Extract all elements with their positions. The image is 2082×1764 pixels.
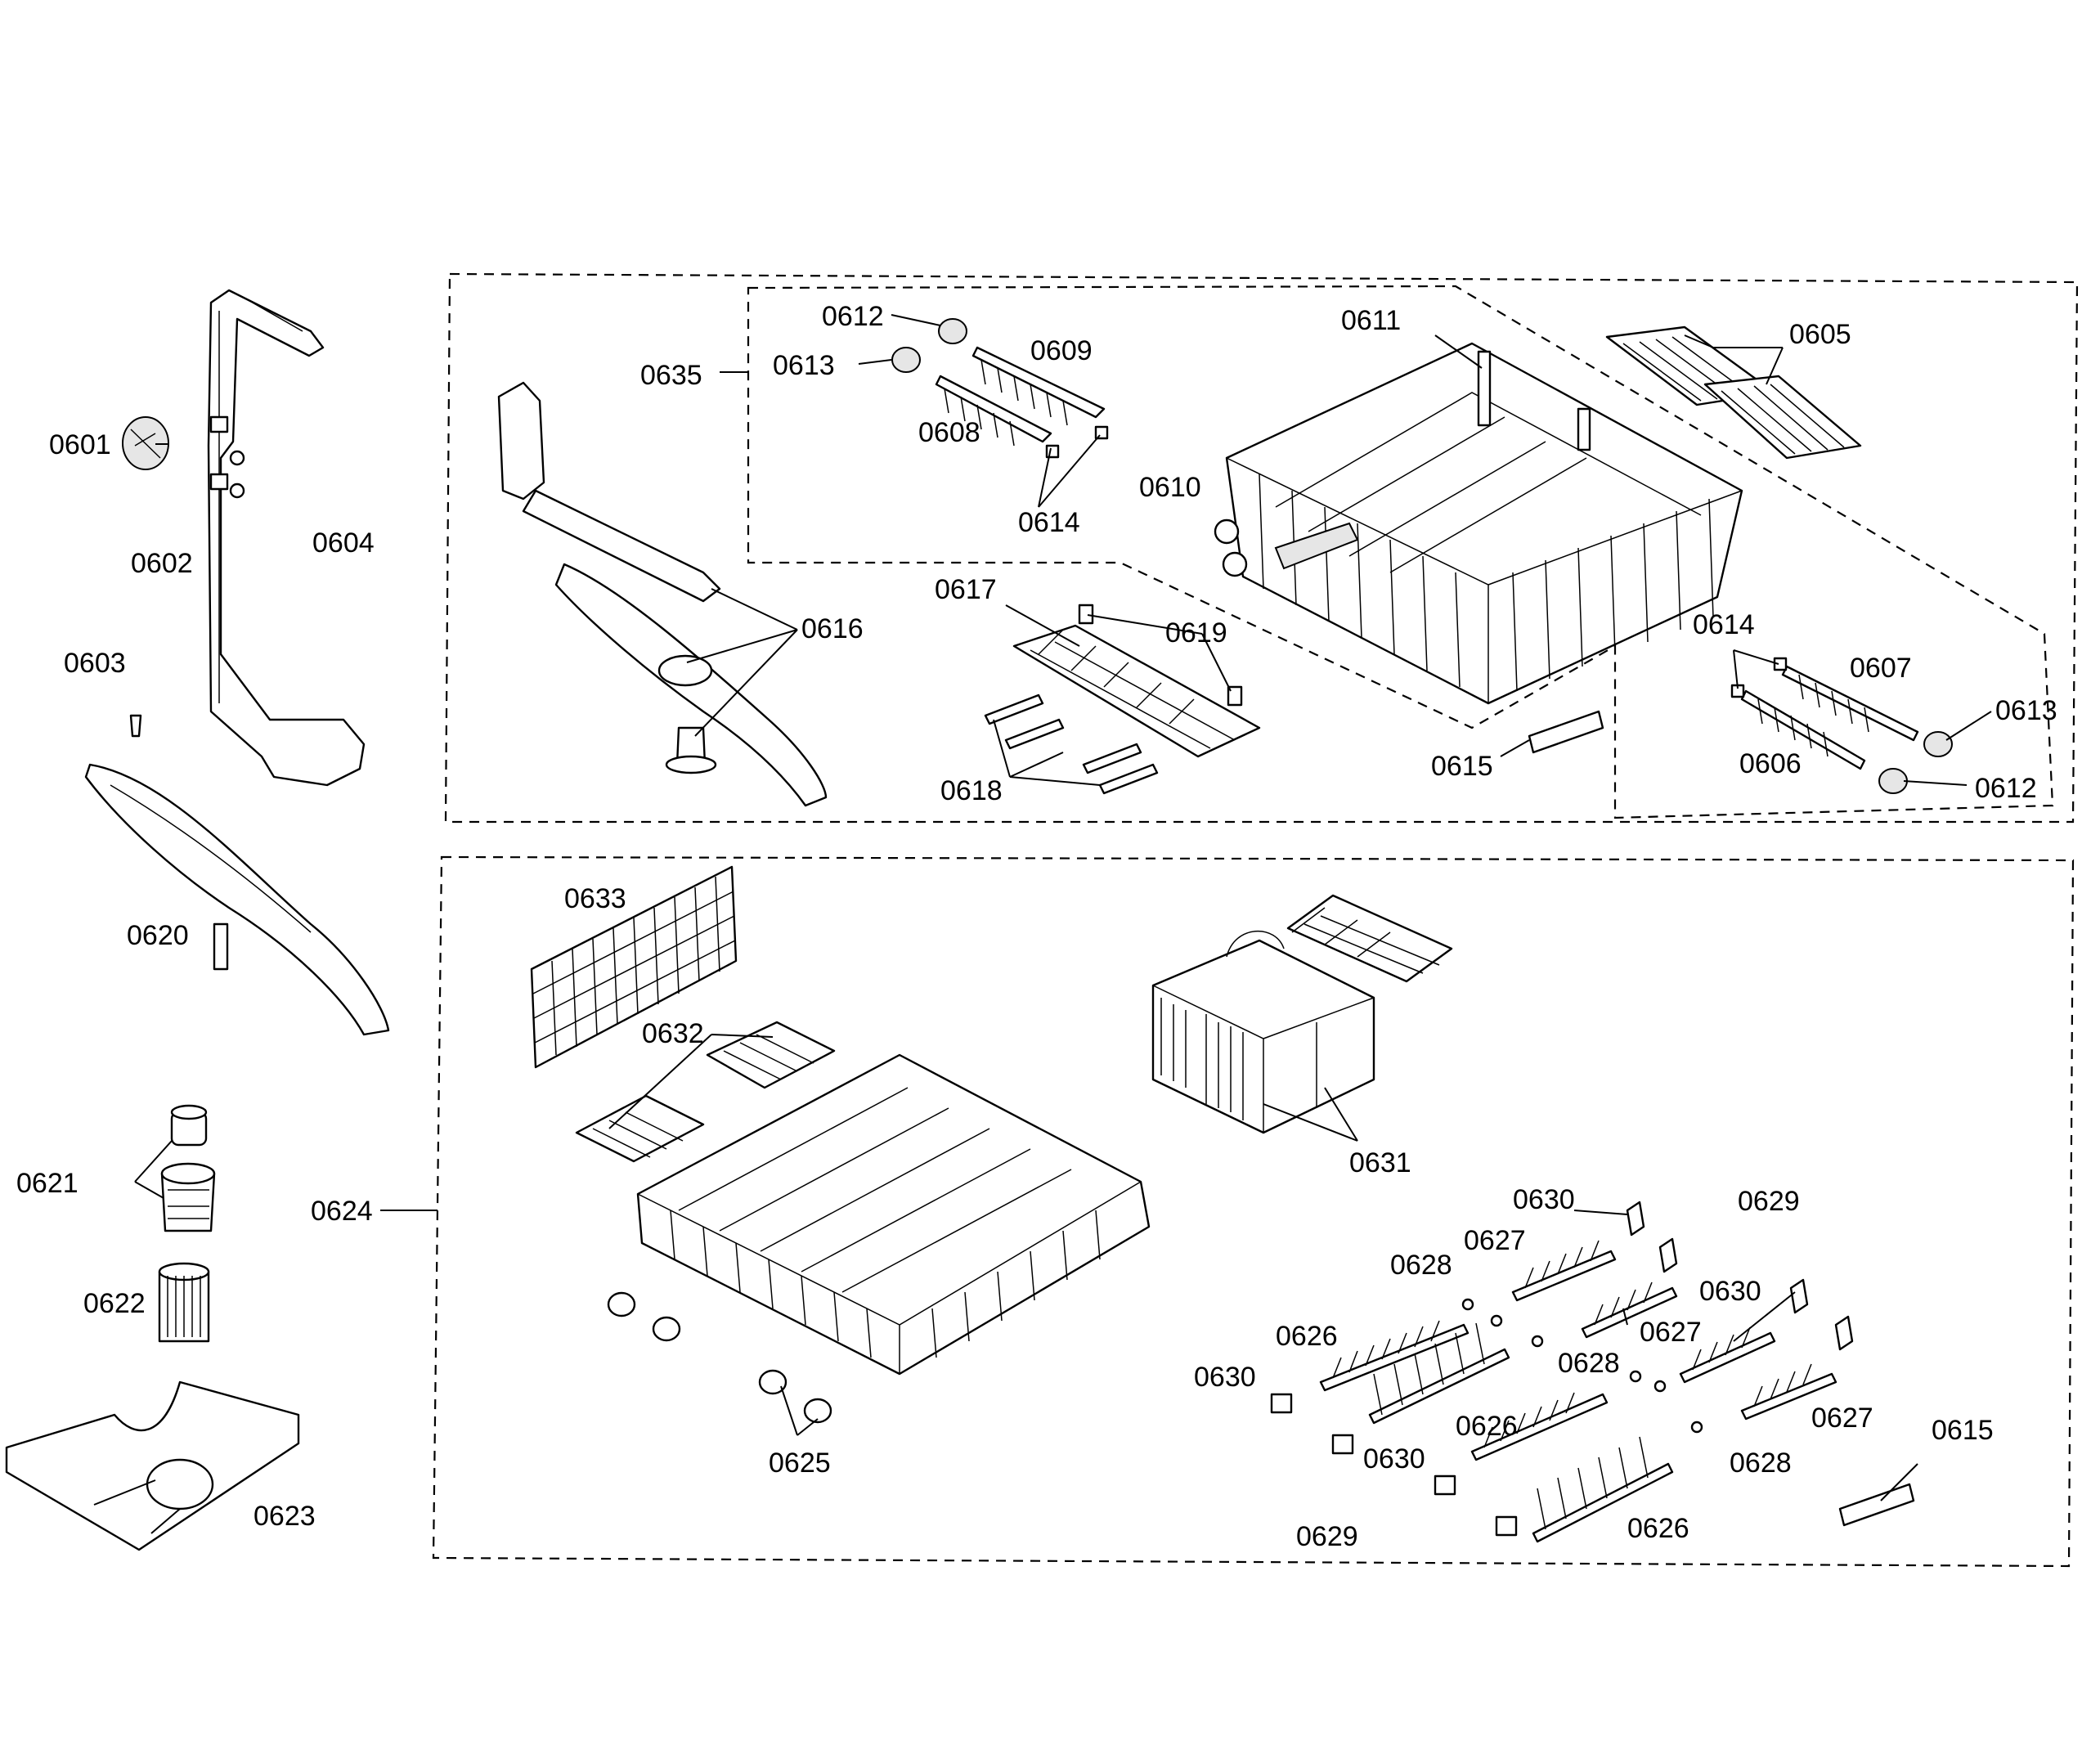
label-0614-upper: 0614 xyxy=(1018,507,1080,538)
label-0609: 0609 xyxy=(1030,335,1093,366)
label-0626-a: 0626 xyxy=(1276,1321,1338,1352)
label-0611: 0611 xyxy=(1341,305,1401,336)
lower-rack-group-box xyxy=(432,855,2075,1568)
label-0627-a: 0627 xyxy=(1464,1225,1526,1256)
label-0604: 0604 xyxy=(312,527,375,559)
part-0607-tine-rail xyxy=(1781,665,1919,742)
part-0611-rack-adjuster xyxy=(1477,350,1591,451)
part-0620-lower-spray-arm xyxy=(84,763,390,1036)
part-0619-shelf-clips xyxy=(1078,604,1243,707)
leader-lines xyxy=(93,314,1992,1534)
label-0612-lower: 0612 xyxy=(1975,773,2037,804)
label-0610: 0610 xyxy=(1139,472,1201,503)
label-0623: 0623 xyxy=(254,1501,316,1532)
part-0626-tine-rows xyxy=(1319,1320,1674,1543)
upper-rack-group-box xyxy=(444,272,2079,824)
label-0618: 0618 xyxy=(940,775,1003,806)
part-0629-hinges xyxy=(1626,1201,1854,1351)
part-0618-shelf-tines xyxy=(984,693,1159,795)
part-0631-cutlery-basket xyxy=(1151,894,1453,1134)
part-0610-upper-basket xyxy=(1214,342,1743,705)
label-0628-b: 0628 xyxy=(1558,1348,1620,1379)
part-0613-knob-left xyxy=(891,347,921,373)
label-0630-c: 0630 xyxy=(1194,1362,1256,1393)
label-0620: 0620 xyxy=(127,920,189,951)
label-0606: 0606 xyxy=(1739,748,1802,779)
label-0629-b: 0629 xyxy=(1296,1521,1358,1552)
part-0615-handle-lower xyxy=(1838,1483,1915,1527)
label-0632: 0632 xyxy=(642,1018,704,1049)
label-0615-lower: 0615 xyxy=(1932,1415,1994,1446)
label-0622: 0622 xyxy=(83,1288,146,1319)
label-0615-upper: 0615 xyxy=(1431,751,1493,782)
part-0601-nozzle-cap xyxy=(122,416,169,470)
label-0629-a: 0629 xyxy=(1738,1186,1800,1217)
label-0630-b: 0630 xyxy=(1699,1276,1761,1307)
upper-rack-subgroup-box xyxy=(747,285,2054,819)
label-0631: 0631 xyxy=(1349,1147,1411,1178)
label-0613-lower: 0613 xyxy=(1995,695,2057,726)
label-0617: 0617 xyxy=(935,574,997,605)
part-0624-lower-basket xyxy=(636,1053,1151,1376)
part-0630-hinges xyxy=(1270,1393,1518,1537)
part-0621-filter xyxy=(160,1104,216,1232)
part-0608-tine-rail xyxy=(935,375,1052,447)
label-0626-c: 0626 xyxy=(1627,1513,1689,1544)
label-0614-lower: 0614 xyxy=(1693,609,1755,640)
label-0628-a: 0628 xyxy=(1390,1250,1452,1281)
label-0630-d: 0630 xyxy=(1363,1443,1425,1474)
label-0619: 0619 xyxy=(1165,617,1227,649)
part-0625-wheels xyxy=(607,1291,832,1424)
label-0633: 0633 xyxy=(564,883,626,914)
part-0602-supply-tube xyxy=(207,289,366,787)
part-0632-cup-shelves xyxy=(575,1021,836,1163)
part-0612-knob-left xyxy=(938,318,967,344)
label-0621: 0621 xyxy=(16,1168,79,1199)
label-0605: 0605 xyxy=(1789,319,1851,350)
part-0609-tine-rail xyxy=(971,346,1106,426)
part-0633-tine-panel xyxy=(530,865,738,1069)
label-0630-a: 0630 xyxy=(1513,1184,1575,1215)
label-0612-upper: 0612 xyxy=(822,301,884,332)
label-0627-b: 0627 xyxy=(1640,1317,1702,1348)
part-0615-handle-upper xyxy=(1528,710,1604,754)
part-0635-upper-spray-arm-assembly xyxy=(497,381,828,807)
part-0605-cup-shelves xyxy=(1605,325,1862,460)
label-0628-c: 0628 xyxy=(1730,1448,1792,1479)
part-0623-flat-filter xyxy=(5,1380,300,1551)
part-0603-screw xyxy=(129,714,142,738)
label-0608: 0608 xyxy=(918,417,980,448)
label-0627-c: 0627 xyxy=(1811,1403,1873,1434)
label-0635: 0635 xyxy=(640,360,702,391)
label-0616: 0616 xyxy=(801,613,864,644)
part-0627-tine-rows xyxy=(1511,1240,1837,1421)
part-0622-micro-filter xyxy=(158,1262,210,1343)
part-0613-knob-right xyxy=(1923,731,1953,757)
part-0628-clips xyxy=(1461,1298,1703,1434)
label-0607: 0607 xyxy=(1850,653,1912,684)
label-0625: 0625 xyxy=(769,1448,831,1479)
label-0613-upper: 0613 xyxy=(773,350,835,381)
label-0603: 0603 xyxy=(64,648,126,679)
label-0602: 0602 xyxy=(131,548,193,579)
part-labels: 0601 0602 0603 0604 0620 0621 0622 0623 … xyxy=(16,301,2057,1552)
part-0612-knob-right xyxy=(1878,768,1908,794)
part-0614-clips-upper xyxy=(1045,425,1109,459)
label-0601: 0601 xyxy=(49,429,111,460)
label-0624: 0624 xyxy=(311,1196,373,1227)
label-0626-b: 0626 xyxy=(1456,1411,1518,1442)
